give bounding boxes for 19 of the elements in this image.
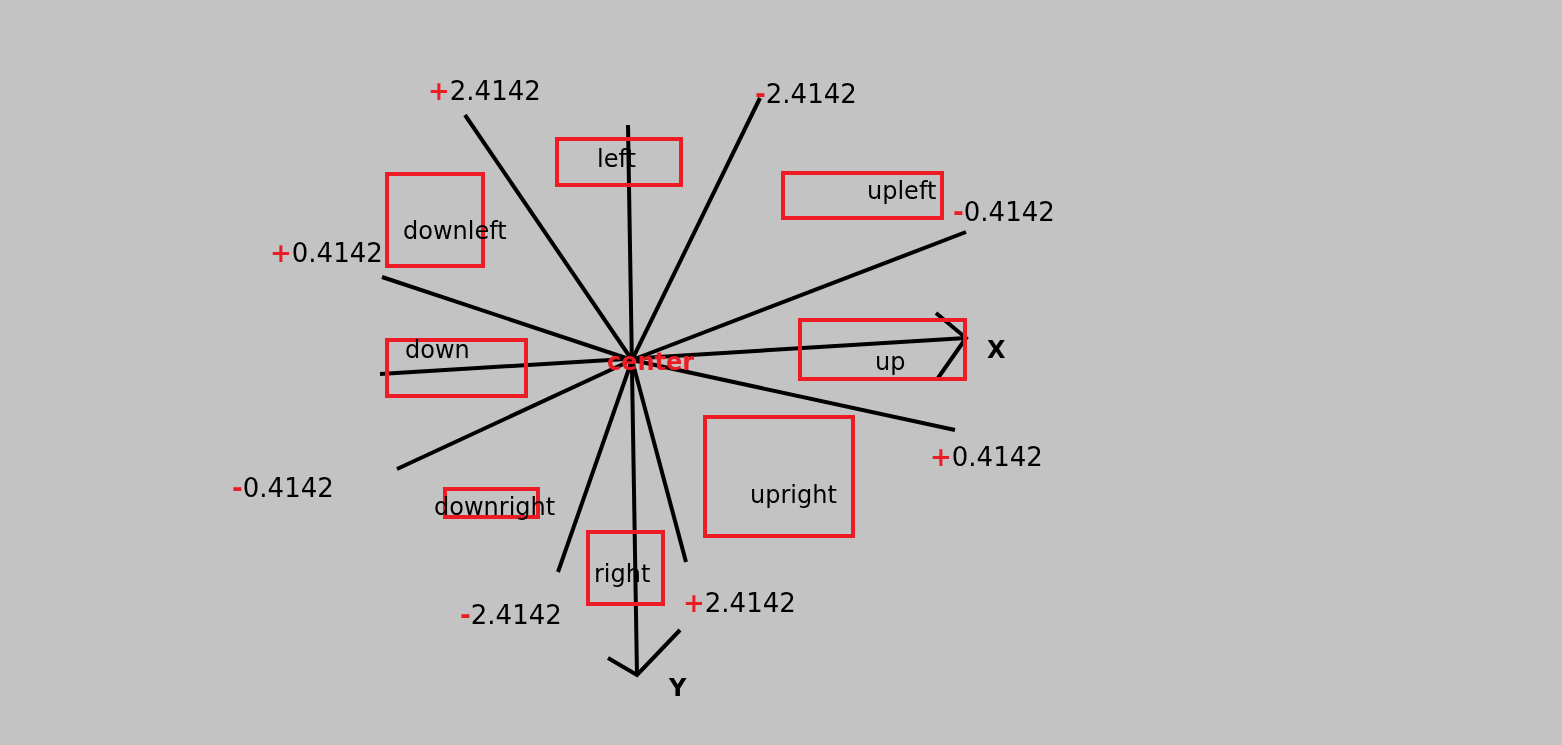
slope-value: +2.4142	[428, 78, 541, 104]
region-box	[703, 415, 855, 538]
slope-value: +0.4142	[270, 240, 383, 266]
slope-value: -0.4142	[953, 199, 1055, 225]
region-label: upleft	[867, 179, 937, 203]
axis-label: Y	[669, 676, 687, 700]
region-label: up	[875, 350, 906, 374]
slope-value: +0.4142	[930, 444, 1043, 470]
slope-value: -2.4142	[460, 602, 562, 628]
region-box	[781, 171, 944, 220]
region-label: down	[405, 338, 470, 362]
slope-value: -2.4142	[755, 81, 857, 107]
region-box	[385, 338, 528, 398]
region-box	[798, 318, 967, 381]
origin-label: center	[607, 350, 695, 374]
slope-value: +2.4142	[683, 590, 796, 616]
axis-label: X	[987, 338, 1006, 362]
slope-value: -0.4142	[232, 475, 334, 501]
region-label: upright	[750, 483, 837, 507]
